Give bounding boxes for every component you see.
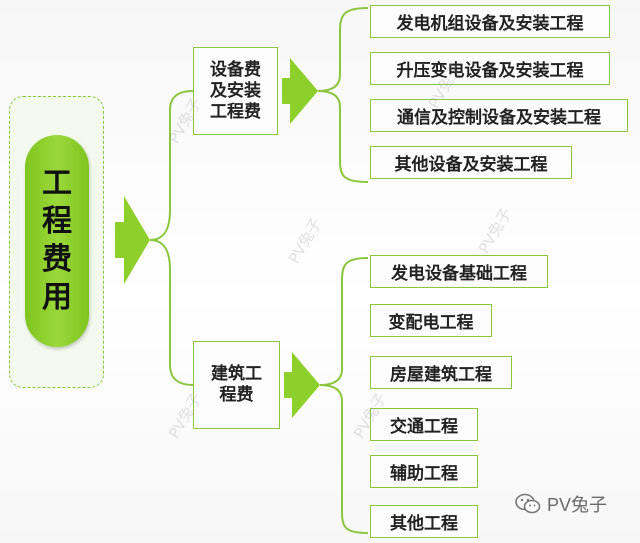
leaf-node: 发电设备基础工程 bbox=[370, 255, 548, 288]
leaf-node: 其他设备及安装工程 bbox=[370, 146, 572, 179]
category-node-equipment: 设备费及安装工程费 bbox=[193, 47, 278, 135]
category-2-arrow bbox=[284, 352, 320, 418]
category-label: 建筑工程费 bbox=[211, 364, 262, 405]
category-label: 设备费及安装工程费 bbox=[210, 59, 261, 122]
leaf-node: 升压变电设备及安装工程 bbox=[370, 52, 610, 85]
category-2-bracket bbox=[319, 257, 369, 534]
leaf-node: 变配电工程 bbox=[370, 304, 492, 337]
root-label: 工程费用 bbox=[42, 166, 72, 315]
category-node-construction: 建筑工程费 bbox=[193, 341, 280, 429]
category-1-bracket bbox=[317, 7, 369, 183]
category-1-arrow bbox=[282, 58, 318, 124]
leaf-node: 其他工程 bbox=[370, 505, 478, 538]
leaf-node: 辅助工程 bbox=[370, 455, 478, 488]
wechat-icon bbox=[515, 493, 541, 514]
leaf-node: 发电机组设备及安装工程 bbox=[370, 5, 610, 38]
root-branch-lower bbox=[149, 239, 194, 386]
leaf-node: 房屋建筑工程 bbox=[370, 356, 512, 389]
root-node: 工程费用 bbox=[25, 135, 89, 347]
brand-text: PV兔子 bbox=[547, 495, 608, 515]
leaf-node: 交通工程 bbox=[370, 408, 478, 441]
root-branch-upper bbox=[149, 90, 194, 241]
root-arrow bbox=[115, 196, 150, 284]
brand-mark: PV兔子 bbox=[515, 492, 607, 516]
leaf-node: 通信及控制设备及安装工程 bbox=[370, 99, 628, 132]
